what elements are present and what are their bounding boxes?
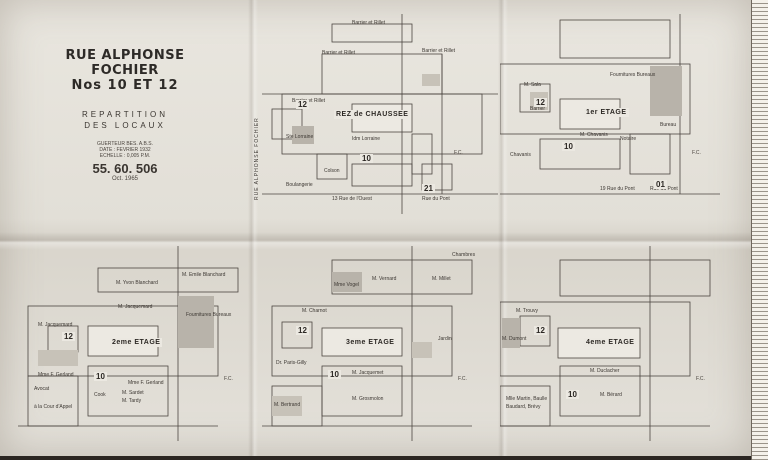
fc-mark: F.C. <box>458 376 467 382</box>
plan-rez-de-chaussee: Barrier et Rillet Barrier et Rillet Barr… <box>262 14 498 214</box>
label-e4-e: Baudard, Brévy <box>506 404 541 410</box>
horizontal-fold <box>0 232 752 250</box>
fc-mark: F.C. <box>692 150 701 156</box>
label-rdc-b: Barrier et Rillet <box>322 50 356 56</box>
label-e3-d: Mme Vogel <box>334 282 360 288</box>
subtitle-locaux: DES LOCAUX <box>84 121 166 130</box>
label-e3-f: Dr. Paris-Gilly <box>276 360 307 366</box>
label-e2-j: Cook <box>94 392 106 398</box>
label-e1-e: Chavanis <box>510 152 531 158</box>
blueprint-sheet: RUE ALPHONSE FOCHIER Nos 10 ET 12 REPART… <box>0 0 752 456</box>
label-e1-b: M. Sala <box>524 82 541 88</box>
street-numbers: Nos 10 ET 12 <box>71 78 179 93</box>
plan-3eme-etage: Chambres M. Vernard M. Millet Mme Vogel … <box>262 246 498 446</box>
label-e3-b: M. Vernard <box>372 276 397 282</box>
meta-line-1: GUERTEUR BES. A.B.S. <box>96 141 154 147</box>
building-number-21: 21 <box>422 184 435 193</box>
building-number-10: 10 <box>562 142 575 151</box>
label-rdc-g: Colson <box>324 168 340 174</box>
label-e1-i: Rue du Pont <box>650 186 678 192</box>
label-e2-i: à la Cour d'Appel <box>34 404 73 410</box>
label-rdc-i: 13 Rue de l'Ouest <box>332 196 372 202</box>
label-e1-g: Bureau <box>660 122 677 128</box>
label-e1-d: M. Chavanis <box>580 132 608 138</box>
street-title: RUE ALPHONSE FOCHIER <box>65 48 185 78</box>
building-number-12: 12 <box>296 100 309 109</box>
plan-1er-etage: Fournitures Bureaux M. Sala Barrier M. C… <box>500 14 740 214</box>
label-e3-c: M. Millet <box>432 276 451 282</box>
label-rdc-a: Barrier et Rillet <box>352 20 386 26</box>
fc-mark: F.C. <box>696 376 705 382</box>
label-e1-f: Notaire <box>620 136 637 142</box>
label-e2-f: Mme F. Gerland <box>38 372 74 378</box>
plan-date: Oct. 1965 <box>111 176 138 182</box>
label-e2-g: Mme F. Gerland <box>128 380 164 386</box>
meta-line-2: DATE : FEVRIER 1932 <box>99 147 151 153</box>
label-e3-j: Jardin <box>438 336 452 342</box>
label-e4-a: M. Trouvy <box>516 308 538 314</box>
label-e2-c: M. Jacquemard <box>118 304 153 310</box>
floor-label-1er: 1er ETAGE <box>584 108 629 117</box>
subtitle-repartition: REPARTITION <box>81 110 169 119</box>
label-e2-b: M. Emile Blanchard <box>182 272 226 278</box>
fc-mark: F.C. <box>224 376 233 382</box>
building-number-12: 12 <box>534 98 547 107</box>
label-e1-c: Barrier <box>530 106 546 112</box>
building-number-10: 10 <box>94 372 107 381</box>
label-rdc-j: Rue du Pont <box>422 196 450 202</box>
label-e3-h: M. Bertrand <box>274 402 301 408</box>
label-rdc-c: Barrier et Rillet <box>422 48 456 54</box>
building-number-10: 10 <box>360 154 373 163</box>
label-e4-d: Mlle Martin, Baulle <box>506 396 548 402</box>
title-block: RUE ALPHONSE FOCHIER Nos 10 ET 12 REPART… <box>40 48 210 182</box>
vertical-fold-right <box>498 0 508 456</box>
label-e4-b: M. Dumont <box>502 336 527 342</box>
plan-number: 55. 60. 506 <box>92 161 158 176</box>
plan-2eme-etage: M. Yvon Blanchard M. Emile Blanchard M. … <box>18 246 246 446</box>
floor-label-rdc: REZ de CHAUSSEE <box>334 110 411 119</box>
floor-label-4eme: 4eme ETAGE <box>584 338 637 347</box>
measurement-ruler <box>751 0 768 460</box>
building-number-12: 12 <box>296 326 309 335</box>
label-e3-a: Chambres <box>452 252 476 258</box>
label-rdc-h: Boulangerie <box>286 182 313 188</box>
meta-line-3: ECHELLE : 0,005 P.M. <box>99 153 151 159</box>
label-rdc-e: Ste Lorraine <box>286 134 314 140</box>
label-e2-h: Avocat <box>34 386 50 392</box>
building-number-12: 12 <box>534 326 547 335</box>
floor-label-3eme: 3eme ETAGE <box>344 338 397 347</box>
building-number-12: 12 <box>62 332 75 341</box>
plan-4eme-etage: M. Trouvy M. Dumont M. Duclacher Mlle Ma… <box>500 246 740 446</box>
label-e2-k: M. Sardet <box>122 390 144 396</box>
label-e2-d: M. Jacquemard <box>38 322 73 328</box>
fc-mark: F.C. <box>454 150 463 156</box>
label-e4-c: M. Duclacher <box>590 368 620 374</box>
label-e4-f: M. Bérard <box>600 392 622 398</box>
label-e2-e: Fournitures Bureaux <box>186 312 232 318</box>
side-street-label: RUE ALPHONSE FOCHIER <box>254 117 260 200</box>
label-e3-g: M. Jacquemet <box>352 370 384 376</box>
floor-label-2eme: 2eme ETAGE <box>110 338 163 347</box>
label-e3-i: M. Grosmolon <box>352 396 384 402</box>
label-e1-h: 19 Rue du Pont <box>600 186 635 192</box>
label-e2-l: M. Tardy <box>122 398 142 404</box>
label-e3-e: M. Charnot <box>302 308 327 314</box>
building-number-01: 01 <box>654 180 667 189</box>
building-number-10: 10 <box>566 390 579 399</box>
vertical-fold-left <box>248 0 258 456</box>
label-e2-a: M. Yvon Blanchard <box>116 280 158 286</box>
label-e1-a: Fournitures Bureaux <box>610 72 656 78</box>
building-number-10: 10 <box>328 370 341 379</box>
label-rdc-f: Idm Lorraine <box>352 136 381 142</box>
